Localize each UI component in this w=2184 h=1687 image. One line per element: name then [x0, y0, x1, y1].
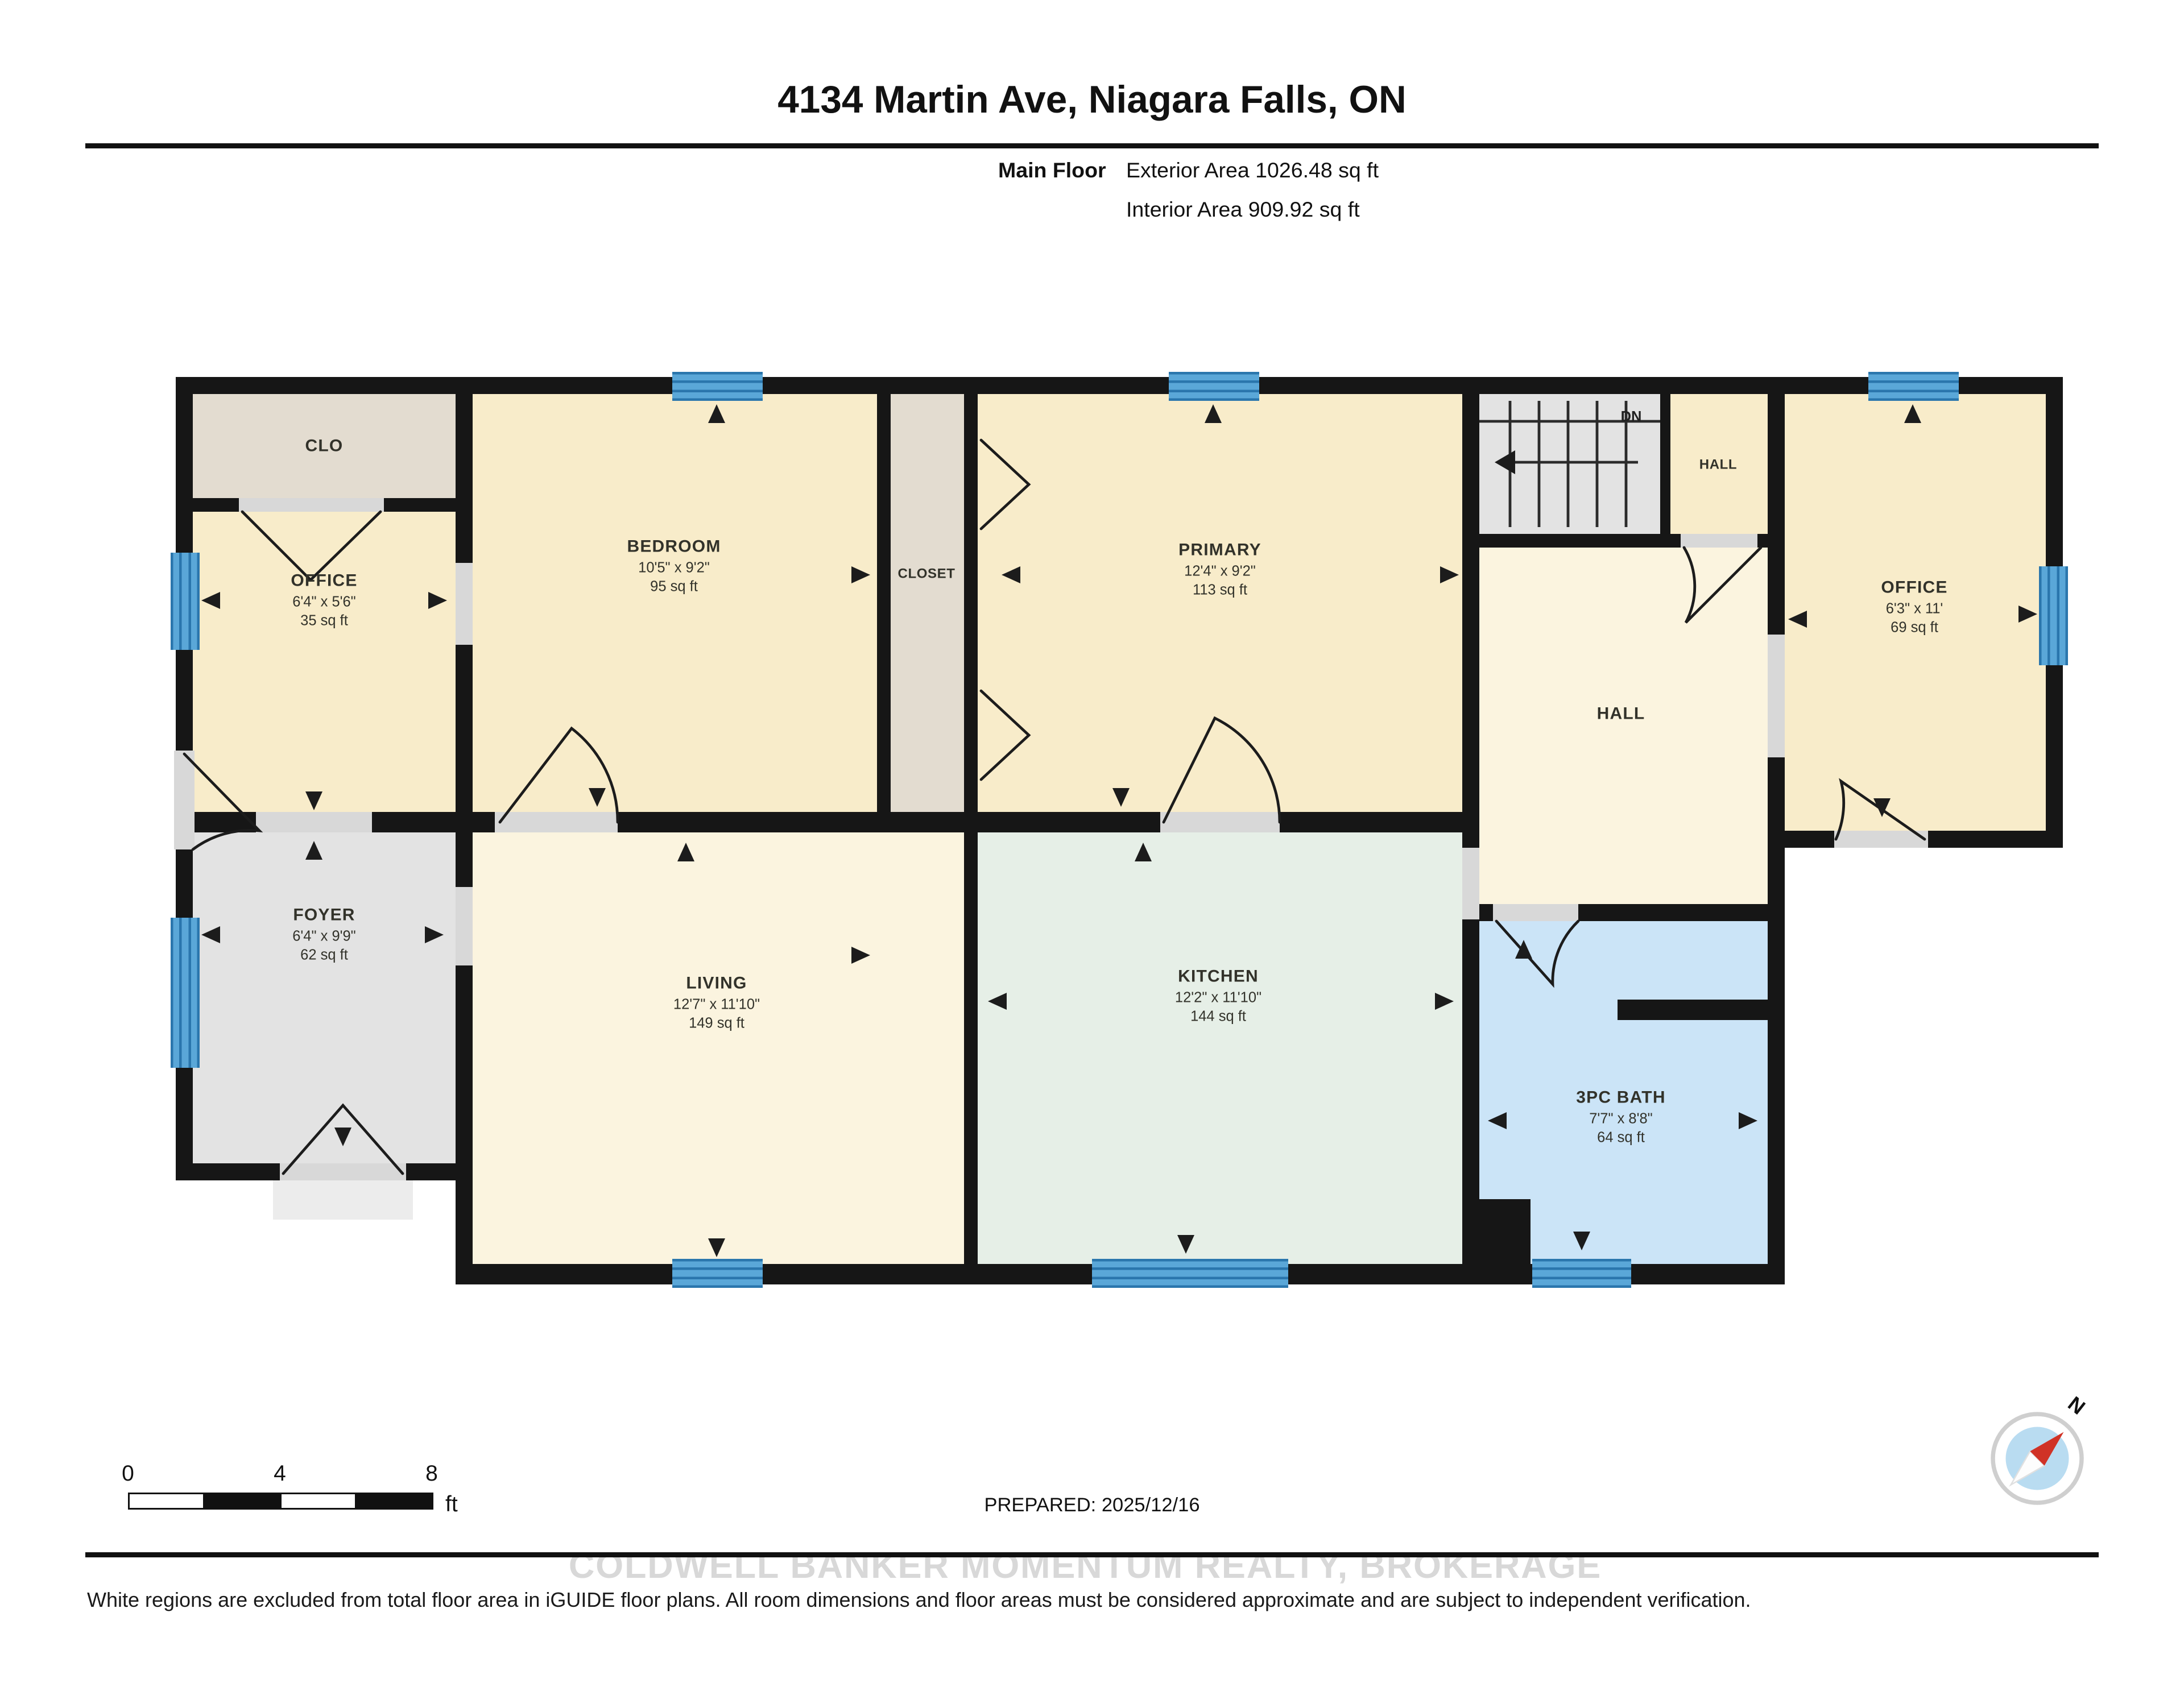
compass-needle-tail: [2009, 1450, 2046, 1487]
compass-ring: [1991, 1412, 2084, 1505]
room-name: FOYER: [293, 906, 355, 926]
room-label-office-left: OFFICE 6'4" x 5'6" 35 sq ft: [291, 570, 357, 630]
room-name: HALL: [1699, 457, 1738, 472]
room-dims: 6'3" x 11': [1885, 599, 1943, 617]
stairs-dn-label: DN: [1620, 408, 1642, 425]
room-area: 113 sq ft: [1193, 581, 1247, 598]
scale-segment: [280, 1493, 357, 1510]
room-dims: 7'7" x 8'8": [1589, 1109, 1653, 1127]
door-opening-foyer-side: [174, 751, 195, 849]
room-name: PRIMARY: [1178, 541, 1261, 561]
room-hall-upper: [1670, 394, 1768, 534]
window-foyer-left: [171, 918, 200, 1068]
door-opening-office-right: [1834, 831, 1928, 848]
room-name: LIVING: [686, 975, 747, 994]
room-closet: [891, 394, 964, 812]
room-name: CLOSET: [897, 566, 956, 582]
page-title: 4134 Martin Ave, Niagara Falls, ON: [777, 78, 1407, 121]
compass-group: [1991, 1412, 2084, 1505]
room-area: 144 sq ft: [1190, 1007, 1246, 1025]
room-dims: 12'4" x 9'2": [1184, 562, 1256, 579]
scale-unit: ft: [445, 1491, 458, 1516]
compass-face: [2005, 1427, 2069, 1490]
room-label-closet: CLOSET: [898, 566, 956, 583]
scale-segment: [204, 1493, 281, 1510]
passage-foyer-living: [456, 887, 473, 965]
room-name: KITCHEN: [1178, 968, 1259, 987]
room-name: 3PC BATH: [1576, 1089, 1666, 1108]
room-area: 64 sq ft: [1597, 1128, 1645, 1146]
window-bath-bottom: [1532, 1259, 1631, 1288]
room-living: [473, 832, 964, 1264]
room-kitchen: [978, 832, 1462, 1264]
room-hall-main: [1479, 548, 1768, 904]
scale-segment: [355, 1493, 433, 1510]
room-label-kitchen: KITCHEN 12'2" x 11'10" 144 sq ft: [1175, 966, 1261, 1026]
passage-kitchen-hall: [1462, 848, 1479, 919]
prepared-date: PREPARED: 2025/12/16: [984, 1496, 1200, 1516]
room-label-primary: PRIMARY 12'4" x 9'2" 113 sq ft: [1178, 540, 1261, 599]
room-label-foyer: FOYER 6'4" x 9'9" 62 sq ft: [292, 905, 356, 964]
room-name: HALL: [1596, 705, 1645, 724]
header-divider: [85, 143, 2099, 148]
room-name: BEDROOM: [627, 538, 721, 557]
scale-tick-8: 8: [425, 1460, 438, 1486]
footer-divider: [85, 1552, 2099, 1557]
room-name: OFFICE: [291, 572, 358, 591]
room-dims: 12'7" x 11'10": [673, 995, 760, 1013]
front-porch-step: [273, 1180, 413, 1220]
room-foyer: [193, 832, 456, 1163]
room-area: 35 sq ft: [300, 611, 348, 629]
room-office-right: [1785, 394, 2046, 831]
room-name: CLO: [305, 437, 344, 457]
room-bedroom: [473, 394, 877, 812]
interior-area-label: Interior Area 909.92 sq ft: [1126, 198, 1360, 222]
window-office-right-top: [1868, 372, 1959, 401]
window-office-left: [171, 553, 200, 650]
room-area: 149 sq ft: [689, 1014, 744, 1031]
door-opening-hall-upper: [1681, 534, 1757, 548]
door-opening-foyer-front: [280, 1163, 406, 1180]
room-area: 69 sq ft: [1891, 618, 1938, 636]
door-opening-office-foyer: [256, 812, 372, 832]
window-kitchen-bottom: [1092, 1259, 1288, 1288]
exterior-area-label: Exterior Area 1026.48 sq ft: [1126, 159, 1379, 183]
compass-n-label: N: [2063, 1391, 2090, 1420]
door-opening-clo: [239, 498, 384, 512]
room-area: 62 sq ft: [300, 946, 348, 963]
disclaimer-text: White regions are excluded from total fl…: [87, 1588, 1751, 1612]
passage-hall-office-right: [1768, 635, 1785, 757]
window-office-right-side: [2039, 566, 2068, 665]
door-opening-bedroom: [495, 812, 618, 832]
room-label-hall-main: HALL: [1597, 704, 1645, 726]
window-bedroom-top: [672, 372, 763, 401]
room-name: OFFICE: [1881, 579, 1948, 598]
window-primary-top: [1169, 372, 1259, 401]
room-dims: 10'5" x 9'2": [638, 558, 710, 576]
room-label-living: LIVING 12'7" x 11'10" 149 sq ft: [673, 973, 760, 1033]
room-area: 95 sq ft: [650, 577, 698, 595]
scale-tick-4: 4: [274, 1460, 286, 1486]
room-dims: 6'4" x 9'9": [292, 927, 356, 944]
room-clo: [193, 394, 456, 498]
compass-needle-north: [2030, 1432, 2064, 1466]
room-label-clo: CLO: [305, 436, 344, 458]
room-primary: [978, 394, 1462, 812]
bath-wall-stub: [1618, 1000, 1785, 1020]
door-opening-bath: [1493, 904, 1578, 921]
window-living-bottom: [672, 1259, 763, 1288]
scale-tick-0: 0: [122, 1460, 134, 1486]
bath-corner-notch: [1479, 1199, 1531, 1284]
room-label-office-right: OFFICE 6'3" x 11' 69 sq ft: [1881, 577, 1947, 637]
room-dims: 12'2" x 11'10": [1174, 988, 1262, 1006]
scale-segment: [128, 1493, 205, 1510]
room-dims: 6'4" x 5'6": [292, 592, 356, 610]
door-opening-primary: [1160, 812, 1280, 832]
room-label-bedroom: BEDROOM 10'5" x 9'2" 95 sq ft: [627, 536, 721, 596]
room-label-bath: 3PC BATH 7'7" x 8'8" 64 sq ft: [1576, 1087, 1665, 1147]
room-office-left: [193, 512, 456, 812]
room-label-hall-upper: HALL: [1699, 457, 1737, 474]
floor-label: Main Floor: [998, 159, 1106, 183]
door-opening-office-bedroom: [456, 563, 473, 645]
